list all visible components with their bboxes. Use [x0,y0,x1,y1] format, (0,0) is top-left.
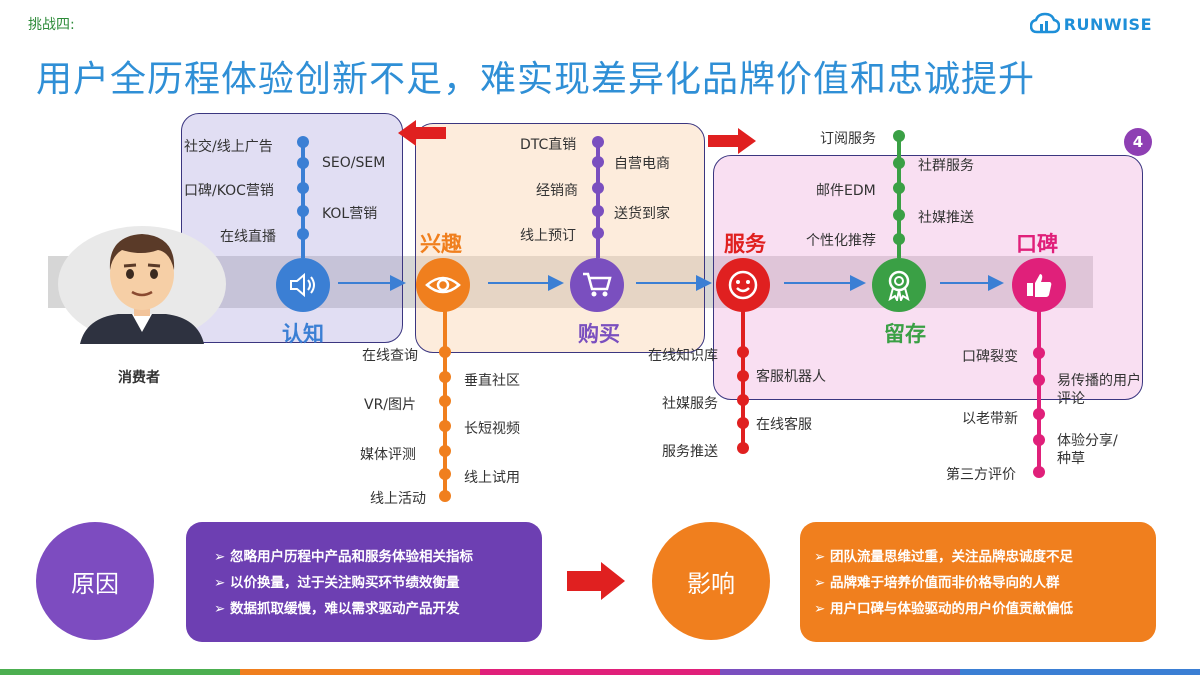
cause-circle: 原因 [36,522,154,640]
impact-circle: 影响 [652,522,770,640]
wom-item: 体验分享/种草 [1057,433,1118,467]
interest-item: 线上试用 [464,470,520,486]
footer-strip-segment [960,669,1200,675]
cloud-logo-icon [1029,12,1060,34]
wom-item: 第三方评价 [946,467,1016,483]
footer-strip-segment [0,669,240,675]
footer-strip-segment [480,669,720,675]
stage-awareness-label: 认知 [282,322,324,346]
thumbs-up-icon [1012,258,1066,312]
cause-point: ➢ 忽略用户历程中产品和服务体验相关指标 [214,549,474,565]
awareness-item: 社交/线上广告 [184,139,273,155]
logo-text: RUNWISE [1063,14,1152,34]
purchase-item: 线上预订 [520,228,576,244]
retention-item: 个性化推荐 [806,233,876,249]
cause-point: ➢ 以价换量，过于关注购买环节绩效衡量 [214,575,460,591]
service-item: 客服机器人 [756,369,826,385]
service-item: 在线知识库 [648,348,718,364]
speaker-icon [276,258,330,312]
interest-item: 线上活动 [370,491,426,507]
red-arrow-left-icon [398,120,446,146]
impact-point: ➢ 用户口碑与体验驱动的用户价值贡献偏低 [814,601,1074,617]
impact-panel: ➢ 团队流量思维过重，关注品牌忠诚度不足 ➢ 品牌难于培养价值而非价格导向的人群… [800,522,1156,642]
stage-service-label: 服务 [724,232,766,256]
retention-item: 社群服务 [918,158,974,174]
awareness-item: 口碑/KOC营销 [184,183,274,199]
consumer-label: 消费者 [118,370,160,386]
interest-item: VR/图片 [364,397,417,413]
retention-item: 社媒推送 [918,210,974,226]
cause-panel: ➢ 忽略用户历程中产品和服务体验相关指标 ➢ 以价换量，过于关注购买环节绩效衡量… [186,522,542,642]
impact-point: ➢ 品牌难于培养价值而非价格导向的人群 [814,575,1060,591]
footer-strip-segment [240,669,480,675]
interest-item: 垂直社区 [464,373,520,389]
runwise-logo: RUNWISE [1029,12,1152,36]
awareness-item: 在线直播 [220,229,276,245]
service-item: 服务推送 [662,444,718,460]
awareness-item: KOL营销 [322,206,378,222]
consumer-avatar [58,222,228,352]
slide-number-badge: 4 [1124,128,1152,156]
eye-icon [416,258,470,312]
wom-item: 以老带新 [962,411,1018,427]
cause-point: ➢ 数据抓取缓慢，难以需求驱动产品开发 [214,601,460,617]
interest-item: 长短视频 [464,421,520,437]
service-item: 社媒服务 [662,396,718,412]
service-retention-box [713,155,1143,400]
stage-interest-label: 兴趣 [420,232,462,256]
purchase-item: 自营电商 [614,156,670,172]
cart-icon [570,258,624,312]
retention-item: 订阅服务 [820,131,876,147]
red-arrow-right-icon [708,128,756,154]
footer-strip-segment [720,669,960,675]
purchase-item: 经销商 [536,183,578,199]
stage-purchase-label: 购买 [578,322,620,346]
awareness-item: SEO/SEM [322,155,386,171]
red-arrow-right-icon [567,562,625,600]
service-item: 在线客服 [756,417,812,433]
stage-retention-label: 留存 [884,322,926,346]
interest-item: 媒体评测 [360,447,416,463]
stage-wom-label: 口碑 [1016,232,1058,256]
purchase-item: 送货到家 [614,206,670,222]
page-title: 用户全历程体验创新不足，难实现差异化品牌价值和忠诚提升 [36,59,1036,100]
interest-purchase-box [415,123,705,353]
wom-item: 口碑裂变 [962,349,1018,365]
purchase-item: DTC直销 [520,137,577,153]
wom-item: 易传播的用户评论 [1057,373,1141,407]
award-ribbon-icon [872,258,926,312]
slide-tag: 挑战四: [28,17,75,33]
smiley-icon [716,258,770,312]
retention-item: 邮件EDM [816,183,876,199]
interest-item: 在线查询 [362,348,418,364]
impact-point: ➢ 团队流量思维过重，关注品牌忠诚度不足 [814,549,1074,565]
